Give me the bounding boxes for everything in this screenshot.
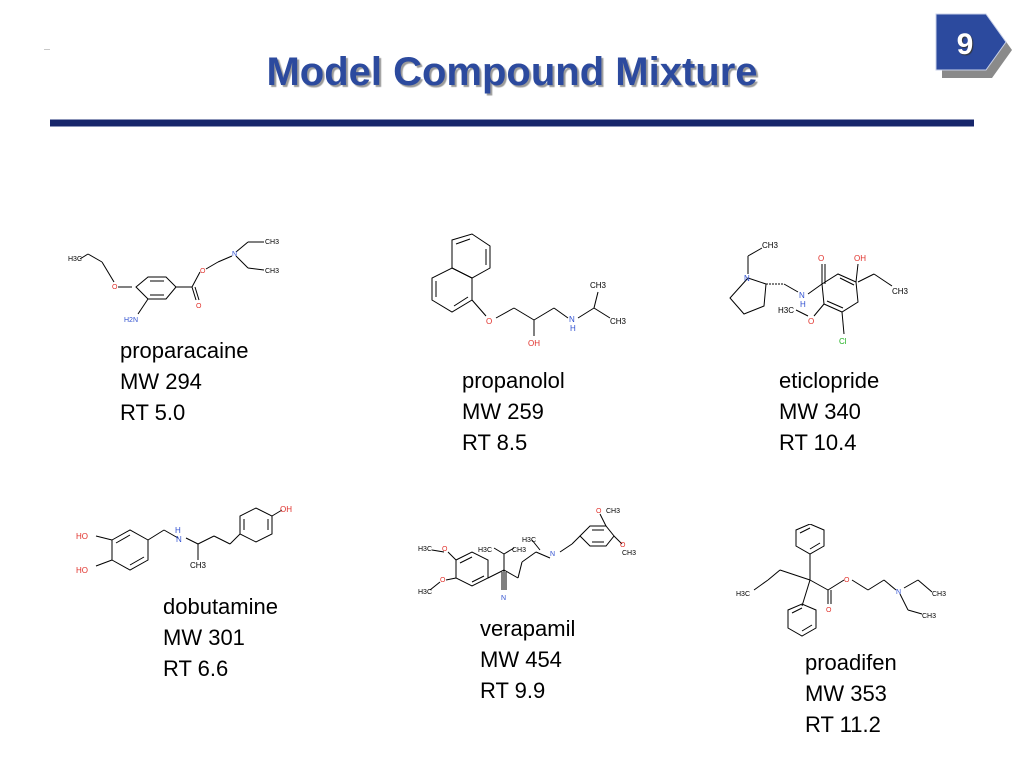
- compound-name: eticlopride: [779, 368, 880, 393]
- svg-text:CH3: CH3: [590, 281, 607, 290]
- svg-text:H3C: H3C: [478, 547, 492, 554]
- svg-text:O: O: [440, 577, 446, 584]
- svg-text:H3C: H3C: [736, 591, 750, 598]
- dobutamine-structure: HO HO H N CH3 OH: [76, 505, 292, 575]
- compound-name: dobutamine: [163, 594, 278, 619]
- svg-text:CH3: CH3: [622, 550, 636, 557]
- svg-text:N: N: [744, 274, 750, 283]
- svg-text:HO: HO: [76, 566, 88, 575]
- svg-text:O: O: [200, 268, 206, 275]
- decorative-dash: [44, 49, 50, 50]
- svg-text:H: H: [570, 324, 576, 333]
- svg-text:CH3: CH3: [610, 317, 627, 326]
- compound-mw: MW 340: [779, 399, 861, 424]
- svg-text:H3C: H3C: [68, 256, 82, 263]
- compound-name: proparacaine: [120, 338, 249, 363]
- svg-text:N: N: [799, 291, 805, 300]
- page-number-badge: [935, 13, 1012, 78]
- svg-text:O: O: [620, 542, 626, 549]
- svg-text:O: O: [596, 508, 602, 515]
- svg-text:CH3: CH3: [265, 268, 279, 275]
- svg-text:N: N: [550, 551, 555, 558]
- svg-text:CH3: CH3: [922, 613, 936, 620]
- svg-text:H: H: [175, 526, 181, 535]
- compound-rt: RT 9.9: [480, 678, 546, 703]
- svg-text:O: O: [844, 577, 850, 584]
- svg-text:O: O: [818, 254, 824, 263]
- svg-text:O: O: [826, 607, 832, 614]
- compound-mw: MW 301: [163, 625, 245, 650]
- propanolol-structure: O OH N H CH3 CH3: [431, 233, 627, 348]
- svg-text:N: N: [501, 595, 506, 602]
- svg-text:HO: HO: [76, 532, 88, 541]
- svg-text:O: O: [196, 303, 202, 310]
- svg-text:H: H: [800, 300, 806, 309]
- svg-text:O: O: [442, 546, 448, 553]
- compound-mw: MW 294: [120, 369, 202, 394]
- proadifen-structure: H3C O O N CH3 CH3: [736, 524, 946, 637]
- slide-title: Model Compound Mixture: [266, 50, 758, 94]
- propanolol-caption: propanolol MW 259 RT 8.5: [462, 365, 565, 458]
- svg-text:O: O: [808, 317, 814, 326]
- compound-rt: RT 5.0: [120, 400, 186, 425]
- svg-text:OH: OH: [280, 505, 292, 514]
- compound-rt: RT 8.5: [462, 430, 528, 455]
- eticlopride-caption: eticlopride MW 340 RT 10.4: [779, 365, 879, 458]
- compound-rt: RT 10.4: [779, 430, 857, 455]
- svg-text:N: N: [569, 315, 575, 324]
- svg-text:N: N: [176, 535, 182, 544]
- compound-name: proadifen: [805, 650, 897, 675]
- svg-text:CH3: CH3: [265, 239, 279, 246]
- svg-text:H3C: H3C: [522, 537, 536, 544]
- svg-text:OH: OH: [854, 254, 866, 263]
- title-divider: [50, 119, 974, 127]
- compound-mw: MW 454: [480, 647, 562, 672]
- page-number: 9: [956, 28, 974, 61]
- compound-mw: MW 259: [462, 399, 544, 424]
- svg-text:CH3: CH3: [190, 561, 207, 570]
- dobutamine-caption: dobutamine MW 301 RT 6.6: [163, 591, 278, 684]
- svg-text:CH3: CH3: [512, 547, 526, 554]
- svg-text:CH3: CH3: [932, 591, 946, 598]
- svg-text:Cl: Cl: [839, 337, 847, 346]
- svg-text:H3C: H3C: [778, 306, 794, 315]
- eticlopride-structure: N CH3 N H O OH CH3 H3C O Cl: [729, 241, 909, 346]
- proadifen-caption: proadifen MW 353 RT 11.2: [805, 647, 897, 740]
- proparacaine-structure: H3C O O O N CH3 CH3 H2N: [68, 239, 279, 324]
- svg-text:CH3: CH3: [606, 508, 620, 515]
- svg-text:N: N: [232, 251, 237, 258]
- compound-rt: RT 6.6: [163, 656, 229, 681]
- svg-text:OH: OH: [528, 339, 540, 348]
- svg-text:O: O: [486, 317, 492, 326]
- svg-text:CH3: CH3: [892, 287, 909, 296]
- svg-text:H2N: H2N: [124, 317, 138, 324]
- compound-mw: MW 353: [805, 681, 887, 706]
- proparacaine-caption: proparacaine MW 294 RT 5.0: [120, 335, 248, 428]
- svg-text:CH3: CH3: [762, 241, 779, 250]
- svg-text:N: N: [896, 589, 901, 596]
- svg-text:O: O: [112, 284, 118, 291]
- compound-rt: RT 11.2: [805, 712, 881, 737]
- svg-text:H3C: H3C: [418, 589, 432, 596]
- svg-text:H3C: H3C: [418, 546, 432, 553]
- verapamil-structure: H3C O O H3C H3C CH3 N H3C O CH3 O CH3 N: [418, 508, 636, 602]
- verapamil-caption: verapamil MW 454 RT 9.9: [480, 613, 575, 706]
- compound-name: propanolol: [462, 368, 565, 393]
- compound-name: verapamil: [480, 616, 576, 641]
